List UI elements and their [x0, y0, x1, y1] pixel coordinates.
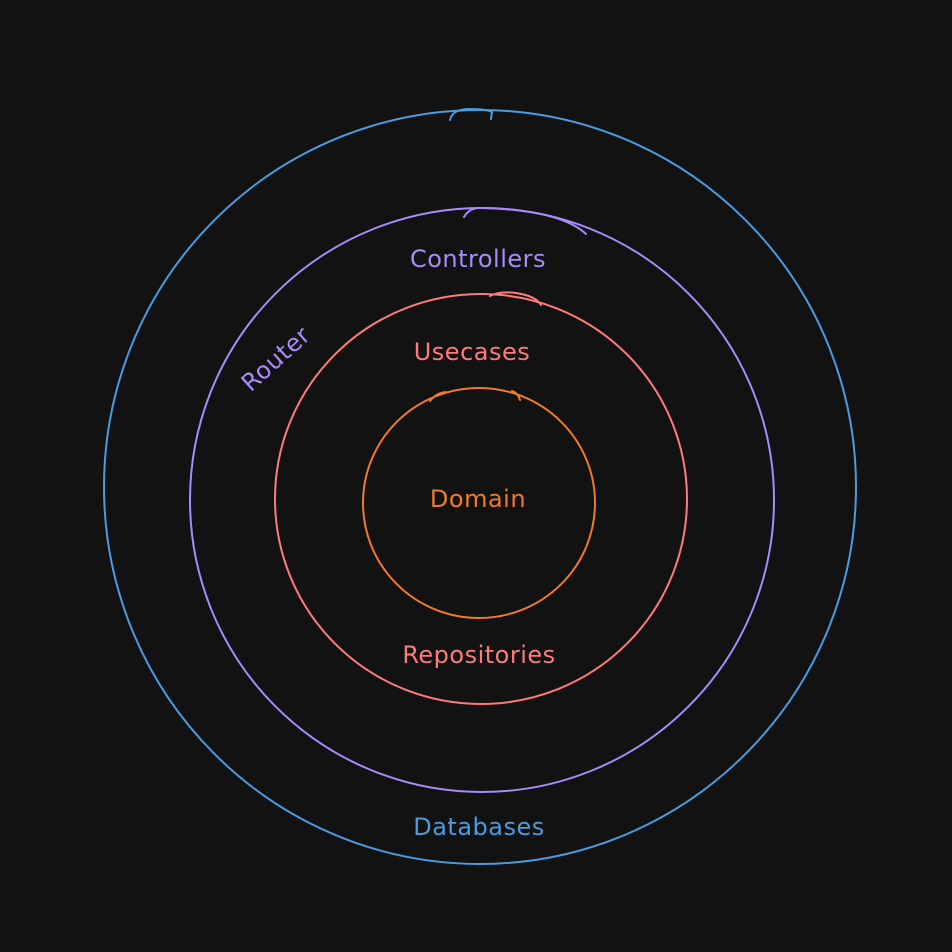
domain-label: Domain [430, 485, 526, 513]
databases-label: Databases [413, 813, 545, 841]
domain-ring-overlap-stroke [429, 390, 521, 402]
databases-ring-overlap-stroke [449, 107, 494, 121]
controllers-ring-overlap-stroke [463, 206, 587, 235]
repositories-label: Repositories [402, 641, 555, 669]
domain-layer: Domain [362, 387, 596, 619]
usecases-layer: Usecases Repositories [274, 291, 688, 705]
controllers-label: Controllers [410, 245, 546, 273]
router-label: Router [236, 321, 316, 397]
usecases-ring [274, 293, 688, 705]
usecases-ring-overlap-stroke [489, 291, 542, 306]
usecases-label: Usecases [414, 338, 531, 366]
databases-layer: Databases [103, 107, 857, 865]
domain-ring [362, 387, 596, 619]
